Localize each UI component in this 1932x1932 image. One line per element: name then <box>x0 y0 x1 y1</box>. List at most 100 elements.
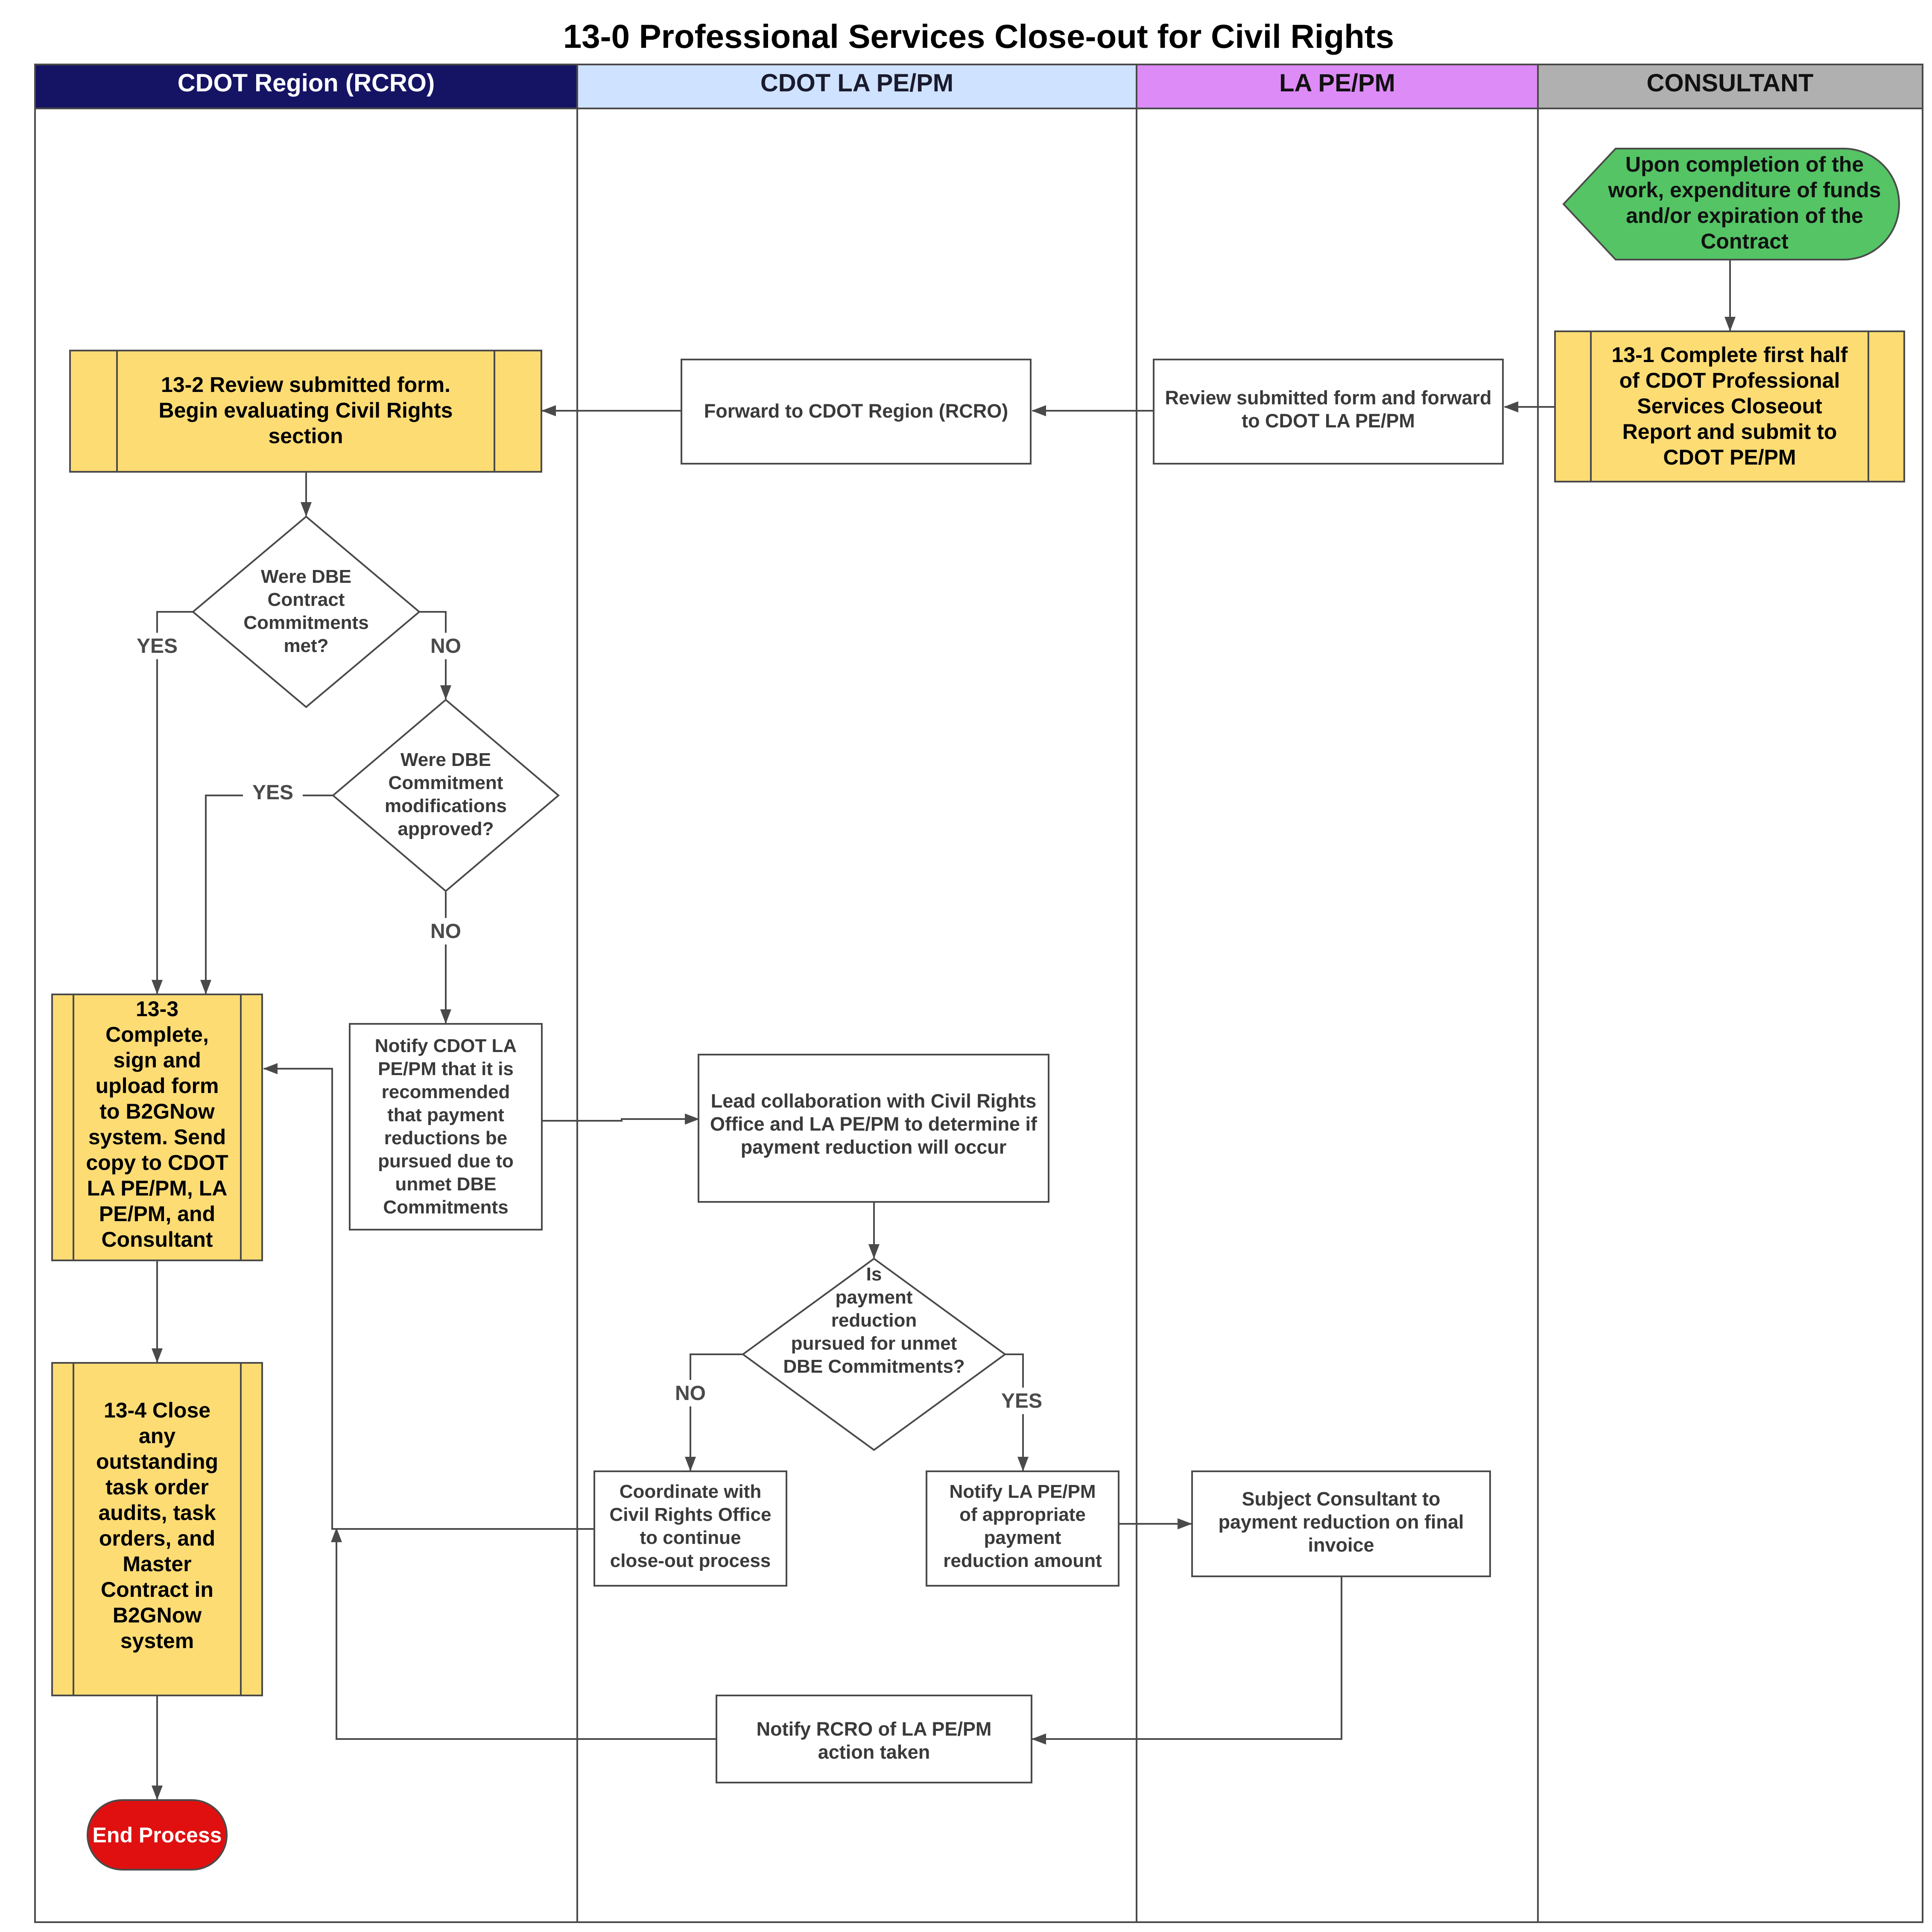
end-text: End Process <box>93 1823 222 1847</box>
text-line: Office and LA PE/PM to determine if <box>710 1113 1038 1135</box>
lane-header-rcro <box>34 64 578 109</box>
text-line: 13-3 <box>136 997 178 1021</box>
text-line: payment reduction on final <box>1218 1511 1464 1533</box>
lane-body-consultant <box>1537 108 1923 1923</box>
text-line: Subject Consultant to <box>1242 1488 1441 1510</box>
text-line: Contract <box>1701 229 1789 253</box>
start-shape <box>1562 148 1900 260</box>
text-line: payment reduction will occur <box>741 1136 1007 1158</box>
text-line: Contract in <box>101 1578 213 1602</box>
edge-pay-no <box>685 1353 743 1471</box>
text-line: Lead collaboration with Civil Rights <box>711 1090 1037 1112</box>
text-line: recommended <box>382 1081 510 1102</box>
notify-cdot-box <box>349 1023 543 1231</box>
text-line: and/or expiration of the <box>1626 204 1863 228</box>
la-review-box <box>1153 359 1504 465</box>
text-line: Civil Rights Office <box>610 1504 772 1525</box>
step-13-2-text: 13-2 Review submitted form.Begin evaluat… <box>159 373 453 448</box>
text-line: Services Closeout <box>1637 394 1822 418</box>
node-shapes <box>51 148 1905 1871</box>
text-line: Report and submit to <box>1622 420 1837 444</box>
text-line: Commitment <box>389 772 503 793</box>
text-line: action taken <box>818 1741 930 1763</box>
text-line: any <box>139 1424 175 1448</box>
notify-la-box <box>926 1470 1119 1587</box>
text-line: End Process <box>93 1823 222 1847</box>
text-line: PE/PM that it is <box>378 1058 514 1079</box>
edge-label-mod-no: NO <box>430 920 461 943</box>
end-terminator <box>87 1799 228 1871</box>
lane-header-la <box>1136 64 1539 109</box>
text-line: Forward to CDOT Region (RCRO) <box>704 400 1008 422</box>
edge-pay-yes <box>1005 1353 1029 1471</box>
text-line: Were DBE <box>261 566 351 587</box>
lane-title-consultant: CONSULTANT <box>1647 69 1814 97</box>
notify-rcro-box <box>716 1695 1032 1783</box>
text-line: Commitments <box>383 1197 508 1218</box>
text-line: work, expenditure of funds <box>1608 178 1881 202</box>
text-line: close-out process <box>610 1550 771 1571</box>
edge-label-mod-yes: YES <box>252 781 293 804</box>
text-line: Consultant <box>101 1228 213 1251</box>
text-line: Is <box>866 1264 882 1285</box>
text-line: 13-1 Complete first half <box>1612 343 1848 367</box>
text-line: Review submitted form and forward <box>1165 387 1491 409</box>
step-13-4-box <box>51 1362 263 1696</box>
edge-label-met-no: NO <box>430 635 461 658</box>
text-line: invoice <box>1308 1534 1374 1556</box>
text-line: to continue <box>640 1527 741 1548</box>
connectors <box>152 260 1736 1800</box>
edge-subject-to-notify-rcro <box>1032 1576 1342 1745</box>
text-line: reductions be <box>384 1128 508 1149</box>
text-line: Were DBE <box>400 749 491 770</box>
text-line: met? <box>284 635 328 656</box>
forward-text: Forward to CDOT Region (RCRO) <box>704 400 1008 422</box>
text-line: Upon completion of the <box>1625 152 1864 176</box>
step-13-1-box <box>1554 330 1905 482</box>
text-line: B2GNow <box>113 1603 202 1627</box>
lane-title-la: LA PE/PM <box>1279 69 1395 97</box>
edge-notify-rcro-to-13-3 <box>331 1528 716 1740</box>
text-line: upload form <box>96 1074 219 1098</box>
text-line: Begin evaluating Civil Rights <box>159 398 453 422</box>
lane-title-rcro: CDOT Region (RCRO) <box>178 69 435 97</box>
text-line: system <box>120 1629 194 1653</box>
text-line: system. Send <box>88 1125 226 1149</box>
decision-dbe-modifications <box>331 699 560 892</box>
text-line: Commitments <box>243 612 368 633</box>
text-line: copy to CDOT <box>86 1151 228 1175</box>
edge-notify-cdot-to-lead <box>542 1114 699 1125</box>
text-line: unmet DBE <box>395 1174 496 1195</box>
text-line: Notify LA PE/PM <box>949 1481 1096 1502</box>
lane-title-cdot-la: CDOT LA PE/PM <box>760 69 953 97</box>
step-13-3-box <box>51 994 263 1261</box>
text-line: outstanding <box>96 1450 218 1473</box>
decision-dbe-met <box>191 515 421 708</box>
text-line: sign and <box>113 1048 201 1072</box>
edge-labels: YES NO YES NO NO YES <box>127 633 1052 1414</box>
decision-payment-reduction <box>741 1257 1007 1451</box>
text-line: that payment <box>387 1105 504 1125</box>
lane-header-consultant <box>1537 64 1923 109</box>
lane-header-cdot-la <box>576 64 1137 109</box>
edge-met-yes <box>152 611 193 994</box>
text-line: to B2GNow <box>99 1099 215 1123</box>
subject-consultant-box <box>1191 1470 1491 1577</box>
text-line: approved? <box>398 818 494 839</box>
text-line: Master <box>123 1552 191 1576</box>
text-line: 13-4 Close <box>104 1398 210 1422</box>
edge-label-pay-yes: YES <box>1001 1390 1042 1412</box>
text-line: CDOT PE/PM <box>1663 445 1796 469</box>
text-line: Complete, <box>105 1023 209 1046</box>
text-line: 13-2 Review submitted form. <box>161 373 450 397</box>
